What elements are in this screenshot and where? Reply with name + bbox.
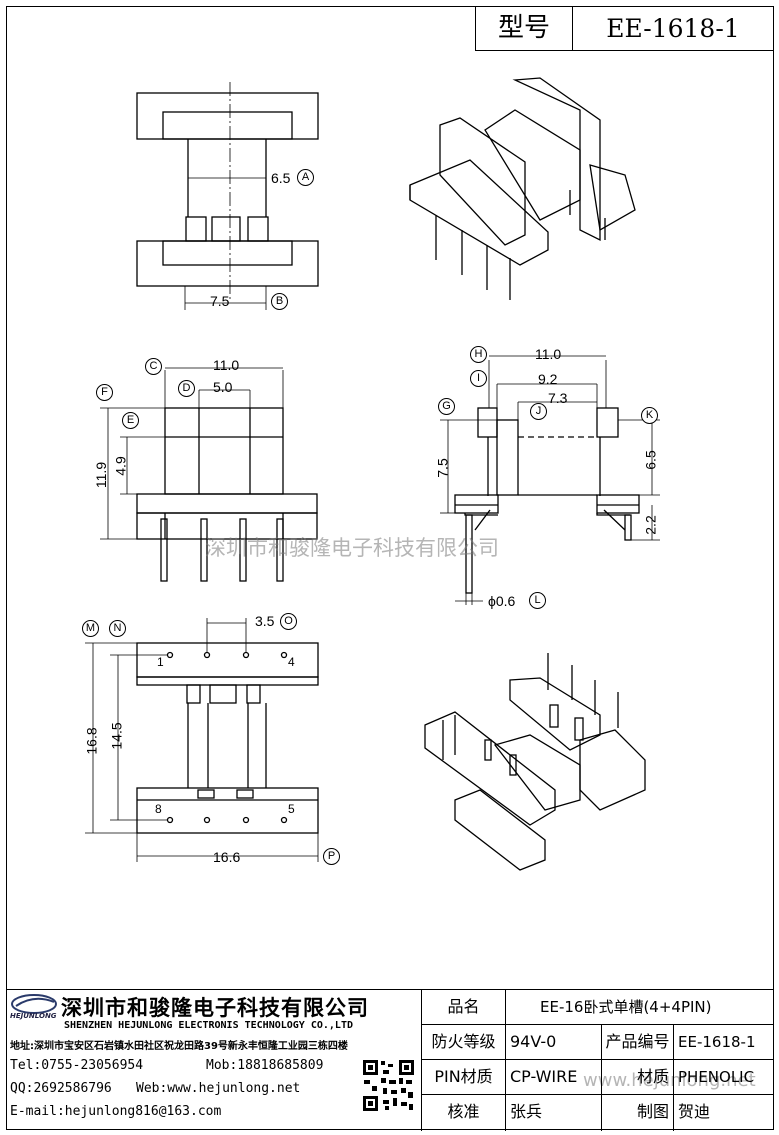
isometric-view-1 [409,77,636,300]
dim-l: ϕ0.6 [488,593,516,609]
dim-i: 9.2 [538,371,558,387]
company-address: 地址:深圳市宝安区石岩镇水田社区祝龙田路39号新永丰恒隆工业园三栋四楼 [10,1041,348,1052]
fire-value: 94V-0 [506,1025,602,1060]
callout-f: F [96,384,113,401]
fire-key: 防火等级 [422,1025,506,1060]
dim-j: 7.3 [548,390,568,406]
title-block: HEJUNLONG 深圳市和骏隆电子科技有限公司 SHENZHEN HEJUNL… [6,989,774,1131]
side-view [440,355,660,605]
material-value: PHENOLIC [674,1060,774,1095]
watermark-company: 深圳市和骏隆电子科技有限公司 [205,536,499,560]
dim-f: 11.9 [93,461,110,489]
dim-o: 3.5 [255,613,275,629]
dim-p: 16.6 [213,849,241,865]
material-key: 材质 [602,1060,674,1095]
callout-e: E [122,412,139,429]
callout-k: K [641,407,658,424]
pin-4: 4 [288,655,295,669]
company-logo-icon [11,994,57,1014]
callout-h: H [470,346,487,363]
callout-p: P [323,848,340,865]
draw-key: 制图 [602,1095,674,1131]
code-key: 产品编号 [602,1025,674,1060]
company-tel: Tel:0755-23056954 [10,1058,144,1073]
dim-b: 7.5 [210,293,230,309]
draw-value: 贺迪 [678,1102,711,1121]
pin-5: 5 [288,802,295,816]
callout-i: I [470,370,487,387]
watermark-site: www.hejunlong.net [583,1070,756,1091]
isometric-view-2 [424,653,646,871]
dim-g: 7.5 [434,458,451,478]
dim-k: 6.5 [642,450,659,470]
top-view [136,82,319,310]
company-name-cn: 深圳市和骏隆电子科技有限公司 [61,996,369,1020]
front-view [100,367,318,582]
dim-m: 16.8 [83,727,100,755]
check-key: 核准 [422,1095,506,1131]
company-panel: HEJUNLONG 深圳市和骏隆电子科技有限公司 SHENZHEN HEJUNL… [6,990,422,1131]
dim-a: 6.5 [271,170,291,186]
company-email: E-mail:hejunlong816@163.com [10,1104,222,1119]
dim-d: 5.0 [213,379,233,395]
technical-drawing [85,77,660,871]
company-mob: Mob:18818685809 [206,1058,324,1073]
callout-n: N [109,620,126,637]
callout-m: M [82,620,99,637]
pin-value: CP-WIRE [506,1060,602,1095]
check-value: 张兵 [506,1095,602,1131]
company-name-en: SHENZHEN HEJUNLONG ELECTRONIS TECHNOLOGY… [64,1020,353,1031]
bottom-view [85,618,319,862]
company-web: Web:www.hejunlong.net [136,1081,301,1096]
dim-e: 4.9 [112,456,129,476]
callout-a: A [297,169,314,186]
drawing-frame [6,6,774,1130]
model-key: 型号 [476,7,573,50]
dim-k2: 2.2 [642,515,659,535]
pin-8: 8 [155,802,162,816]
name-value: EE-16卧式单槽(4+4PIN) [506,990,774,1025]
callout-l: L [529,592,546,609]
pin-key: PIN材质 [422,1060,506,1095]
dim-c: 11.0 [213,357,240,373]
model-number: EE-1618-1 [606,14,740,43]
model-box: 型号 EE-1618-1 [475,7,774,51]
dim-h: 11.0 [535,346,562,362]
callout-o: O [280,613,297,630]
pin-1: 1 [157,655,164,669]
callout-b: B [271,293,288,310]
code-value: EE-1618-1 [674,1025,774,1060]
company-logo-text: HEJUNLONG [10,1012,57,1020]
callout-d: D [178,380,195,397]
name-key: 品名 [422,990,506,1025]
callout-g: G [438,398,455,415]
callout-c: C [145,358,162,375]
qr-code-icon [361,1058,416,1113]
dim-n: 14.5 [108,722,125,750]
company-qq: QQ:2692586796 [10,1081,112,1096]
callout-j: J [530,403,547,420]
